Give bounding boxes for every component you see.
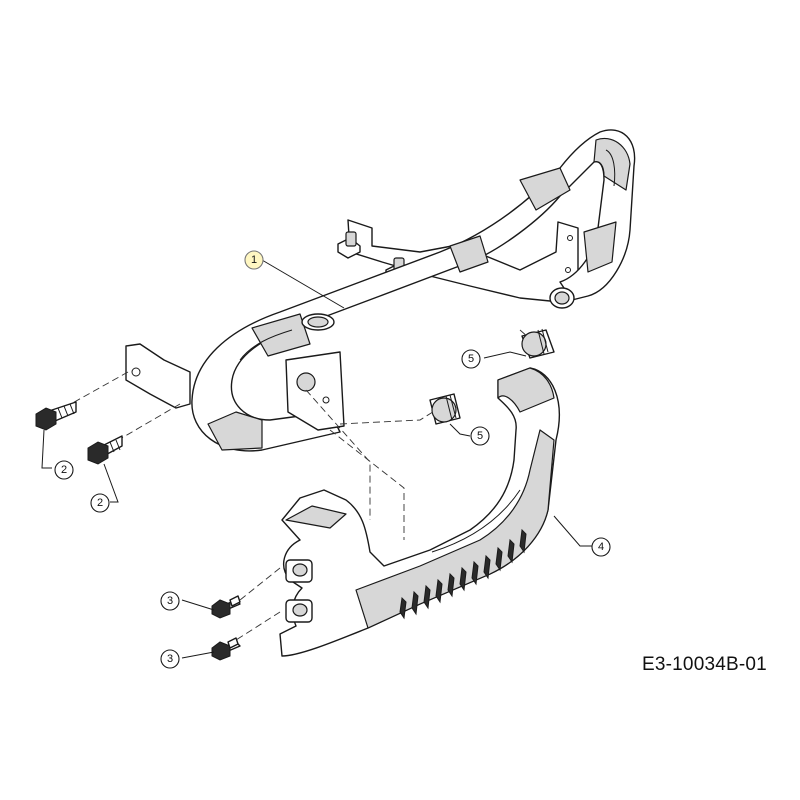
svg-text:3: 3 [167,653,173,665]
bolt-lower [87,435,123,465]
bolt-upper [35,401,77,431]
callout-3-lower: 3 [160,649,180,669]
svg-text:4: 4 [598,541,604,553]
callout-3-upper: 3 [160,591,180,611]
svg-text:5: 5 [468,353,474,365]
callout-5-upper: 5 [461,349,481,369]
leader-lines [41,259,592,659]
plug-upper [521,328,555,359]
svg-text:1: 1 [251,254,257,266]
callout-1: 1 [244,250,264,270]
plug-lower [429,393,461,425]
mounting-plate-left [125,343,345,431]
svg-text:5: 5 [477,430,483,442]
diagram-reference-code: E3-10034B-01 [642,654,767,675]
callout-2-upper: 2 [54,460,74,480]
svg-text:3: 3 [167,595,173,607]
svg-text:2: 2 [97,497,103,509]
bumper-guard [279,367,560,657]
screw-lower [211,637,241,661]
screw-upper [211,595,241,619]
callout-4: 4 [591,537,611,557]
callout-2-lower: 2 [90,493,110,513]
callout-5-lower: 5 [470,426,490,446]
bumper-tube [191,129,636,452]
guard-grooves [399,528,527,620]
svg-text:2: 2 [61,464,67,476]
